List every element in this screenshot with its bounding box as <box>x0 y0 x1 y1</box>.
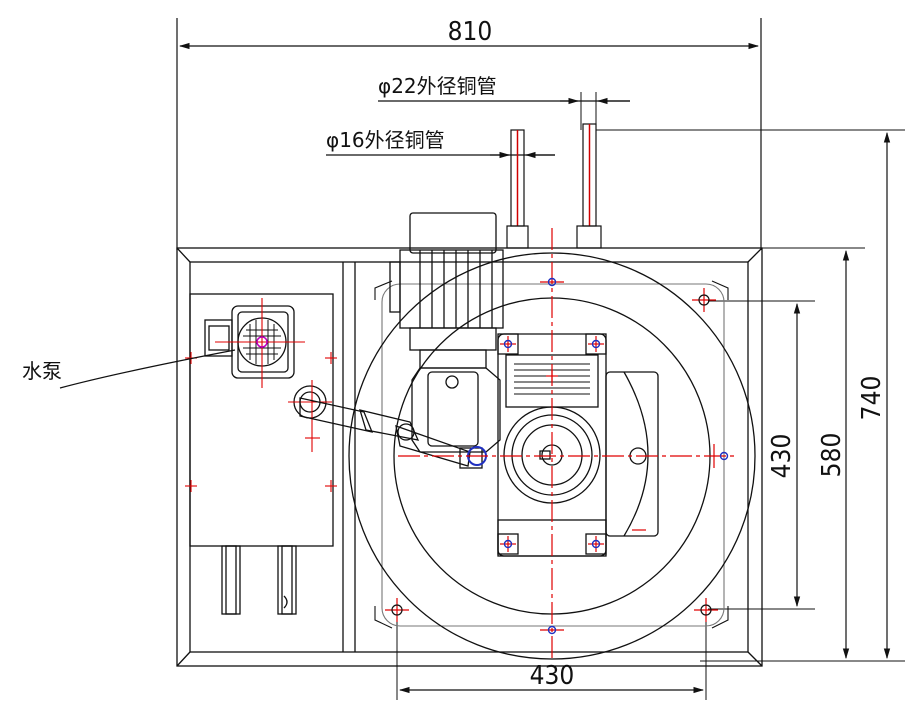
dimension-580-label: 580 <box>817 433 847 478</box>
bolt-hole-gear <box>591 539 601 549</box>
pipe-16-callout: φ16外径铜管 <box>326 128 555 159</box>
centerlines <box>385 228 736 660</box>
water-pump-callout: 水泵 <box>22 349 236 389</box>
bolt-holes <box>503 277 729 635</box>
bolt-hole-gear <box>503 339 513 349</box>
bolt-hole-right <box>719 451 729 461</box>
pipe-22-callout: φ22外径铜管 <box>378 74 630 130</box>
dimension-430-vertical: 430 <box>708 300 815 610</box>
motor <box>389 212 504 369</box>
dimension-740-label: 740 <box>857 376 887 421</box>
frame-bolts <box>391 294 712 616</box>
bolt-hole-gear <box>591 339 601 349</box>
bolt-hole-top <box>547 277 557 287</box>
copper-pipes <box>506 123 602 249</box>
linkage-arm <box>299 397 487 469</box>
bolt-hole-bottom <box>547 625 557 635</box>
bolt-hole-gear <box>503 539 513 549</box>
dimension-810: 810 <box>176 17 762 250</box>
dimension-810-label: 810 <box>448 17 493 47</box>
dimension-580: 580 <box>762 247 865 660</box>
pipe-16-label: φ16外径铜管 <box>326 128 445 152</box>
water-pump-label: 水泵 <box>22 359 62 383</box>
pump-centerlines <box>185 298 337 492</box>
dimension-740: 740 <box>596 129 905 662</box>
pipe-22-label: φ22外径铜管 <box>378 74 497 98</box>
dimension-430-vertical-label: 430 <box>767 434 797 479</box>
